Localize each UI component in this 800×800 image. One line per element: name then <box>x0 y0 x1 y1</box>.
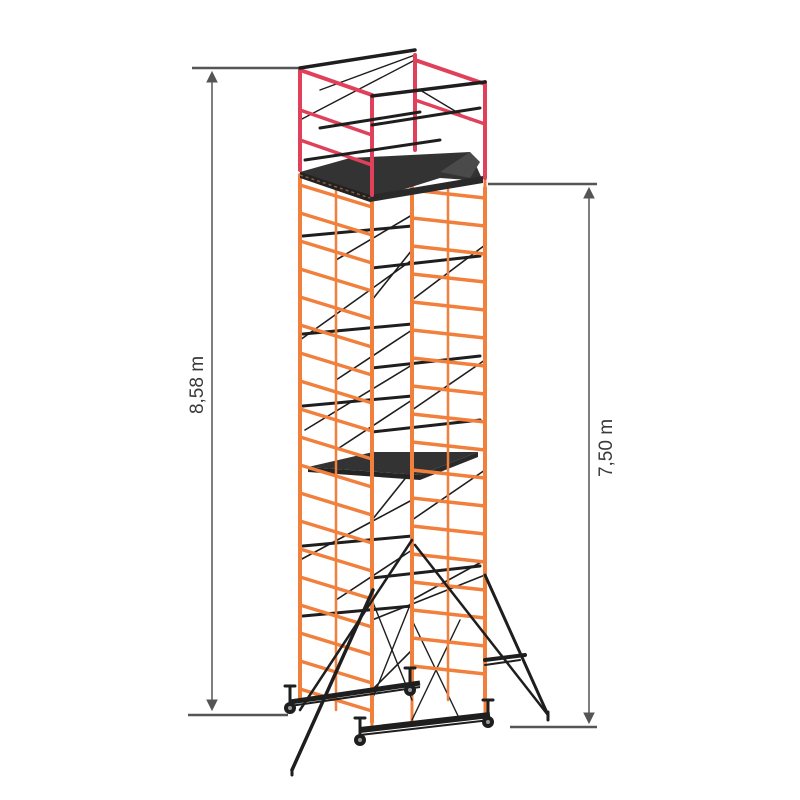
mid-rail <box>318 110 422 130</box>
platform-height-label: 7,50 m <box>596 419 617 477</box>
diagonal-brace <box>299 259 413 341</box>
horizontal-bar <box>301 604 414 618</box>
toe-rail <box>303 138 442 162</box>
arrow-down-icon <box>583 712 595 725</box>
dimension-platform-height <box>488 182 597 729</box>
horizontal-bar <box>301 534 414 548</box>
guardrail-rail <box>298 138 374 167</box>
diagonal-brace <box>299 499 413 561</box>
guardrail-rail <box>413 58 487 86</box>
arrow-up-icon <box>206 70 218 83</box>
top-platform <box>299 152 483 202</box>
top-rail <box>370 80 487 98</box>
arrow-up-icon <box>583 186 595 199</box>
scaffold-tower <box>283 48 550 777</box>
wheel-hub <box>358 738 362 742</box>
diagonal-brace <box>371 574 486 621</box>
hatch-icon <box>440 152 480 178</box>
guardrail-rail <box>298 108 374 137</box>
mid-rail <box>370 106 482 127</box>
dimension-total-height <box>188 66 300 717</box>
base-assembly <box>283 666 495 746</box>
horizontal-bar <box>301 394 414 408</box>
horizontal-bar <box>370 354 482 370</box>
horizontal-bar <box>370 254 482 270</box>
wheel-hub <box>486 720 490 724</box>
arrow-down-icon <box>206 699 218 712</box>
total-height-label: 8,58 m <box>187 356 208 414</box>
wheel-hub <box>288 706 292 710</box>
wheel-hub <box>408 688 412 692</box>
horizontal-bar <box>370 564 482 580</box>
cross-brace <box>371 599 413 701</box>
outrigger-back-right <box>413 543 550 717</box>
top-rail <box>298 48 417 70</box>
horizontal-bar <box>370 418 482 434</box>
front-frames <box>298 173 487 724</box>
guardrail-rail <box>298 68 374 97</box>
outriggers <box>290 538 550 777</box>
guardrails <box>298 48 487 197</box>
